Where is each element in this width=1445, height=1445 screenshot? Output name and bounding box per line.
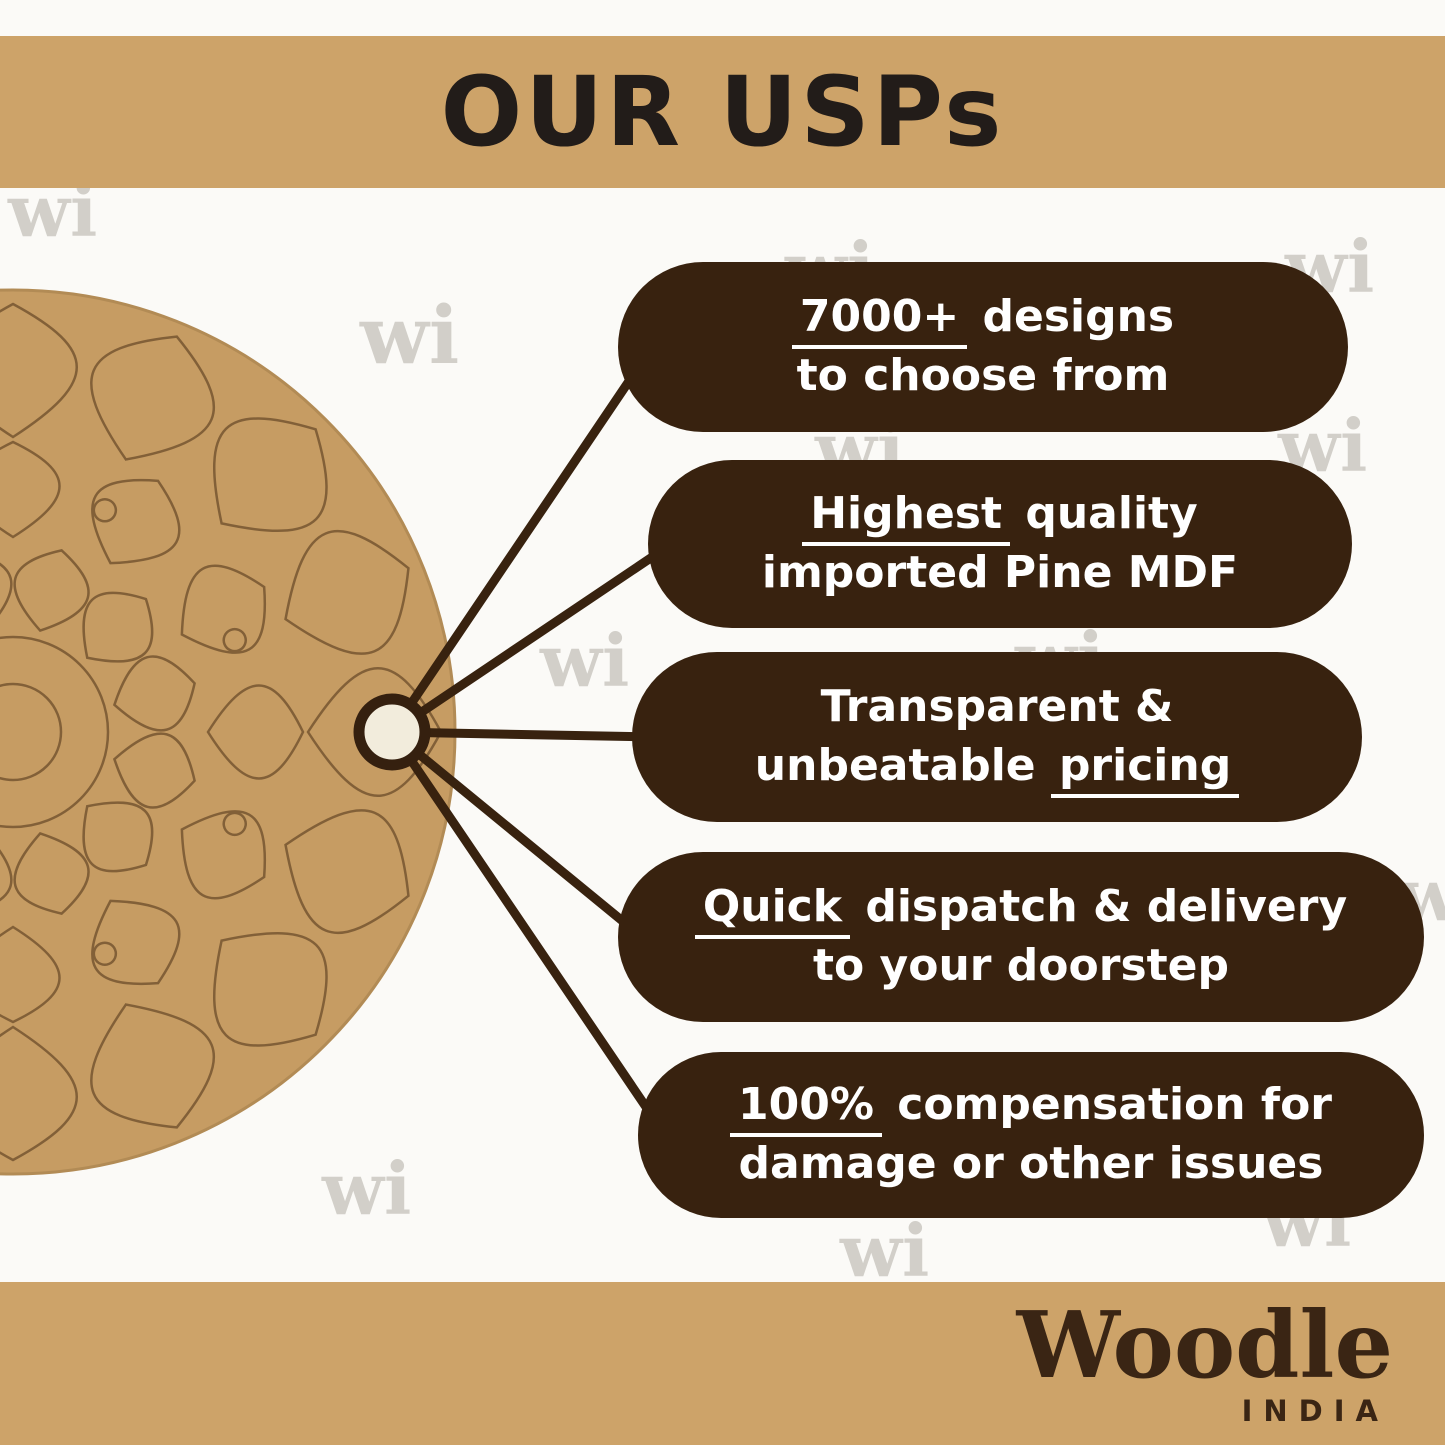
usp-underlined-text: pricing bbox=[1050, 740, 1240, 798]
usp-text: Transparent & bbox=[820, 681, 1174, 733]
footer-band bbox=[0, 1282, 1445, 1445]
usp-text: damage or other issues bbox=[738, 1138, 1324, 1189]
usp-pill-pricing: Transparent & unbeatable pricing bbox=[632, 652, 1362, 822]
usp-text: quality bbox=[1010, 488, 1198, 540]
usp-text: to choose from bbox=[796, 350, 1170, 401]
page-title: OUR USPs bbox=[440, 56, 1005, 168]
usp-underlined-text: Highest bbox=[802, 488, 1011, 547]
usp-line: imported Pine MDF bbox=[762, 544, 1238, 603]
usp-underlined-text: Quick bbox=[694, 881, 850, 940]
usp-underlined-text: 7000+ bbox=[791, 291, 968, 350]
usp-pill-dispatch: Quick dispatch & delivery to your doorst… bbox=[618, 852, 1424, 1022]
usp-line: 7000+ designs bbox=[791, 288, 1175, 350]
usp-text: dispatch & delivery bbox=[850, 881, 1348, 933]
usp-text: designs bbox=[967, 291, 1175, 343]
usp-pill-compensation: 100% compensation for damage or other is… bbox=[638, 1052, 1424, 1218]
usp-line: Quick dispatch & delivery bbox=[694, 878, 1348, 940]
usp-line: to your doorstep bbox=[813, 937, 1229, 996]
usp-line: damage or other issues bbox=[739, 1135, 1324, 1194]
usp-text: unbeatable bbox=[754, 740, 1051, 791]
brand-country: INDIA bbox=[1241, 1393, 1389, 1428]
usp-text: compensation for bbox=[881, 1079, 1332, 1131]
usp-line: Highest quality bbox=[802, 485, 1198, 547]
header-band bbox=[0, 36, 1445, 188]
usp-text: to your doorstep bbox=[812, 940, 1230, 991]
usp-line: 100% compensation for bbox=[729, 1076, 1332, 1138]
usp-line: unbeatable pricing bbox=[754, 737, 1240, 798]
usp-line: Transparent & bbox=[821, 678, 1174, 737]
brand-logo: Woodle INDIA bbox=[1017, 1297, 1393, 1428]
usp-text: imported Pine MDF bbox=[761, 547, 1239, 598]
usp-pill-designs: 7000+ designs to choose from bbox=[618, 262, 1348, 432]
brand-name: Woodle bbox=[1016, 1291, 1393, 1399]
hub-dot bbox=[353, 693, 431, 771]
usp-line: to choose from bbox=[797, 347, 1170, 406]
usp-pill-quality: Highest quality imported Pine MDF bbox=[648, 460, 1352, 628]
usp-underlined-text: 100% bbox=[729, 1079, 882, 1138]
